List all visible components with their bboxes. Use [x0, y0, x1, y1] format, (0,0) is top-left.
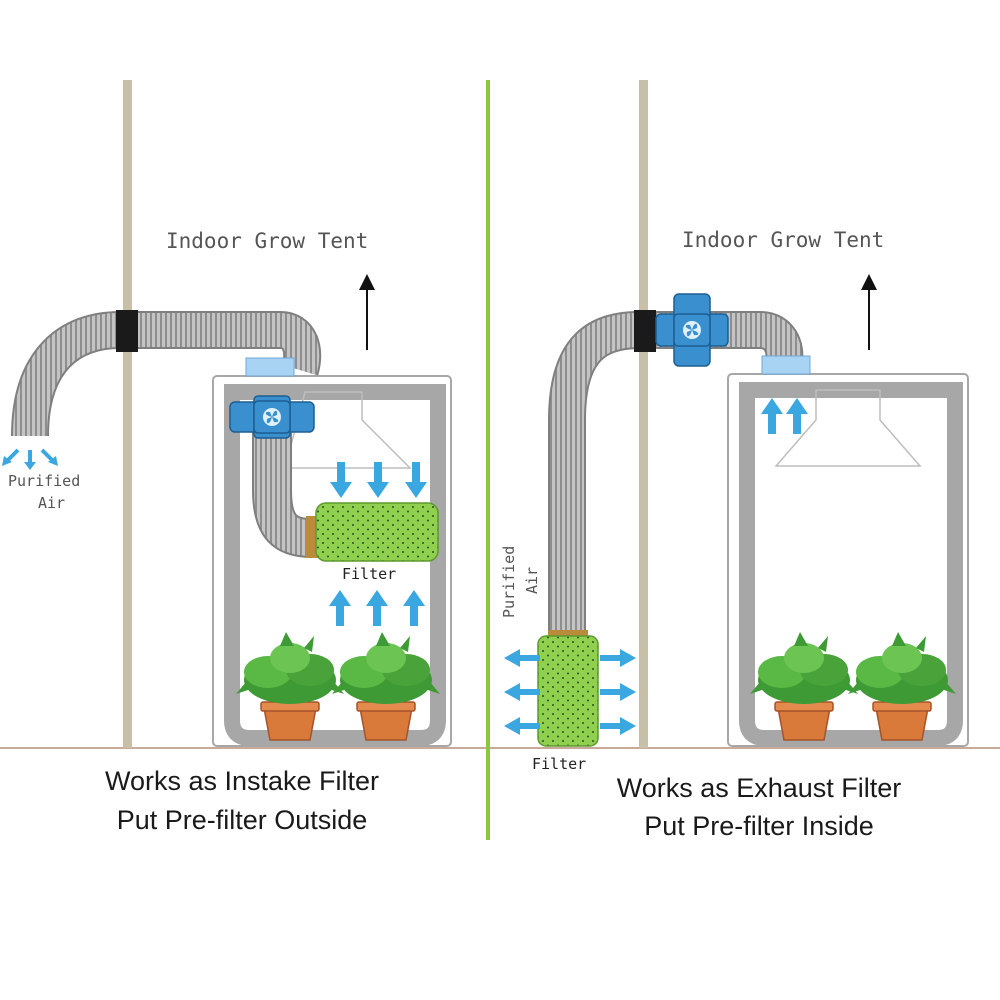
right-carbon-filter [537, 635, 599, 747]
left-filter-label: Filter [342, 565, 396, 583]
left-purified-label-1: Purified [8, 472, 80, 490]
right-panel: Indoor Grow Tent Purified Air Filter Wor… [500, 80, 969, 841]
right-tent-label: Indoor Grow Tent [682, 228, 884, 252]
right-wall-clamp [634, 310, 656, 352]
left-caption-line1: Works as Instake Filter [105, 766, 379, 796]
left-caption-line2: Put Pre-filter Outside [117, 805, 368, 835]
left-wall [123, 80, 132, 748]
right-purified-label-2: Air [523, 567, 541, 594]
right-duct-collar [761, 355, 811, 375]
left-filter-cap [306, 516, 318, 558]
right-filter-label: Filter [532, 755, 586, 773]
left-tent-label: Indoor Grow Tent [166, 229, 368, 253]
left-duct-collar [245, 357, 295, 377]
right-caption-line2: Put Pre-filter Inside [644, 811, 874, 841]
right-caption-line1: Works as Exhaust Filter [617, 773, 902, 803]
right-filter-cap [548, 630, 588, 640]
right-wall [639, 80, 648, 748]
left-purified-label-2: Air [38, 494, 65, 512]
right-tent-hood [774, 389, 922, 467]
right-inline-fan [655, 293, 729, 367]
panel-divider [486, 80, 490, 840]
left-inline-fan [229, 395, 315, 439]
left-outflow-arrows [2, 448, 58, 470]
left-panel: Indoor Grow Tent Purified Air Filter Wor… [2, 80, 452, 835]
left-carbon-filter [315, 502, 439, 562]
right-purified-label-1: Purified [500, 546, 518, 618]
left-wall-clamp [116, 310, 138, 352]
